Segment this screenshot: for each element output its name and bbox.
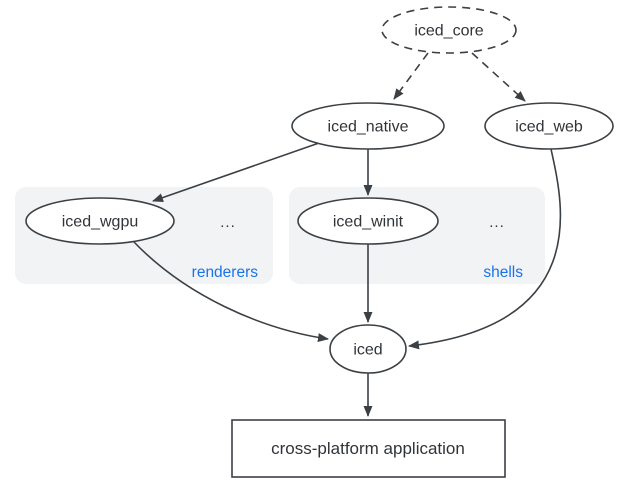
node-iced-native: iced_native [291,102,445,150]
iced-winit-ellipse [297,197,439,245]
iced-core-ellipse [381,6,517,54]
iced-label: iced [353,342,382,359]
app-rect [231,419,506,478]
iced-native-ellipse [291,102,445,150]
edge-iced-web-to-iced [408,148,562,350]
node-iced-core: iced_core [381,6,517,54]
iced-wgpu-ellipse [25,197,175,245]
node-iced-web: iced_web [484,102,614,150]
renderers-group-label: renderers [192,264,259,281]
iced-core-label: iced_core [414,23,483,40]
iced-ellipse [329,324,407,374]
iced-native-label: iced_native [328,119,409,136]
app-label: cross-platform application [271,439,465,458]
node-iced-winit: iced_winit [297,197,439,245]
edge-iced-core-to-iced-web [471,52,526,102]
renderers-ellipsis: ... [220,214,236,231]
shells-ellipsis: ... [489,214,505,231]
iced-web-label: iced_web [515,119,583,136]
node-iced: iced [329,324,407,374]
iced-web-ellipse [484,102,614,150]
edge-iced-wgpu-to-iced [133,241,329,342]
node-cross-platform-application: cross-platform application [231,419,506,478]
node-iced-wgpu: iced_wgpu [25,197,175,245]
edge-iced-native-to-iced-wgpu [152,142,320,202]
iced-winit-label: iced_winit [333,214,404,231]
shells-group-label: shells [483,264,523,281]
iced-wgpu-label: iced_wgpu [62,214,139,231]
edge-iced-core-to-iced-native [393,52,429,100]
